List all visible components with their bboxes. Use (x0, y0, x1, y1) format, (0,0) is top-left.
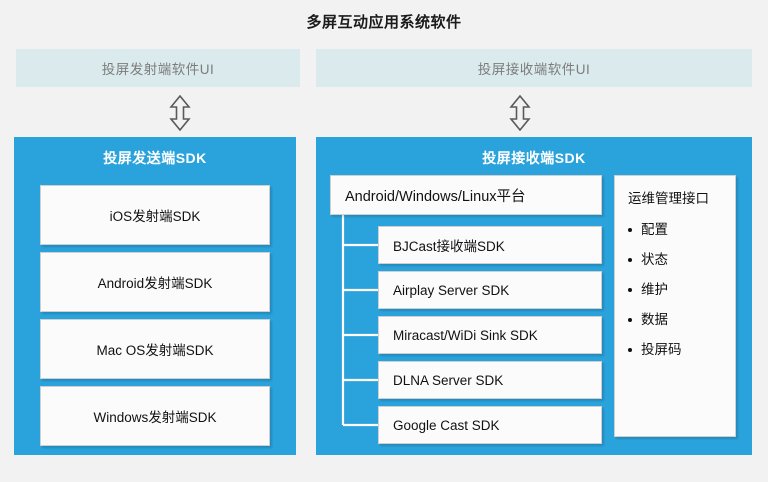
sdk-card-label: DLNA Server SDK (393, 372, 504, 388)
sender-panel-title: 投屏发送端SDK (103, 150, 207, 166)
sdk-card[interactable]: Android发射端SDK (40, 252, 270, 312)
receiver-ui-label: 投屏接收端软件UI (477, 62, 591, 77)
platform-card[interactable]: Android/Windows/Linux平台 (330, 175, 602, 215)
sdk-card-label: Miracast/WiDi Sink SDK (393, 327, 538, 343)
sdk-card[interactable]: iOS发射端SDK (40, 185, 270, 245)
ops-list-item[interactable]: 配置 (615, 215, 735, 245)
sender-ui-label: 投屏发射端软件UI (101, 62, 215, 77)
ops-panel-title: 运维管理接口 (628, 191, 709, 206)
platform-card-label: Android/Windows/Linux平台 (345, 188, 526, 205)
sdk-card-label: Windows发射端SDK (93, 410, 217, 425)
sdk-card-label: iOS发射端SDK (109, 209, 201, 224)
sender-sdk-panel: 投屏发送端SDK iOS发射端SDK Android发射端SDK Mac OS发… (14, 137, 296, 455)
sdk-card[interactable]: BJCast接收端SDK (378, 226, 602, 264)
ops-list-item[interactable]: 数据 (615, 305, 735, 335)
sdk-card[interactable]: Airplay Server SDK (378, 271, 602, 309)
double-headed-vertical-arrow-icon (509, 94, 531, 132)
ops-item-list: 配置 状态 维护 数据 投屏码 (615, 215, 735, 365)
sdk-card-label: Airplay Server SDK (393, 282, 510, 298)
double-headed-vertical-arrow-icon (169, 94, 191, 132)
sdk-card[interactable]: Mac OS发射端SDK (40, 319, 270, 379)
ops-list-item[interactable]: 投屏码 (615, 335, 735, 365)
sdk-card-label: Mac OS发射端SDK (96, 343, 214, 358)
receiver-panel-title: 投屏接收端SDK (482, 150, 586, 166)
sdk-card[interactable]: Miracast/WiDi Sink SDK (378, 316, 602, 354)
ops-management-panel: 运维管理接口 配置 状态 维护 数据 投屏码 (614, 175, 736, 437)
ops-list-item[interactable]: 状态 (615, 245, 735, 275)
receiver-ui-bar: 投屏接收端软件UI (316, 49, 752, 87)
sdk-card-label: Android发射端SDK (97, 276, 213, 291)
sdk-card[interactable]: Google Cast SDK (378, 406, 602, 444)
ops-list-item[interactable]: 维护 (615, 275, 735, 305)
sdk-card-label: BJCast接收端SDK (393, 239, 505, 254)
sdk-card[interactable]: Windows发射端SDK (40, 386, 270, 446)
receiver-sdk-panel: 投屏接收端SDK Android/Windows/Linux平台 BJCast接… (316, 137, 752, 455)
sender-ui-bar: 投屏发射端软件UI (16, 49, 300, 87)
sdk-card[interactable]: DLNA Server SDK (378, 361, 602, 399)
page-title: 多屏互动应用系统软件 (306, 14, 462, 31)
sdk-card-label: Google Cast SDK (393, 417, 500, 433)
